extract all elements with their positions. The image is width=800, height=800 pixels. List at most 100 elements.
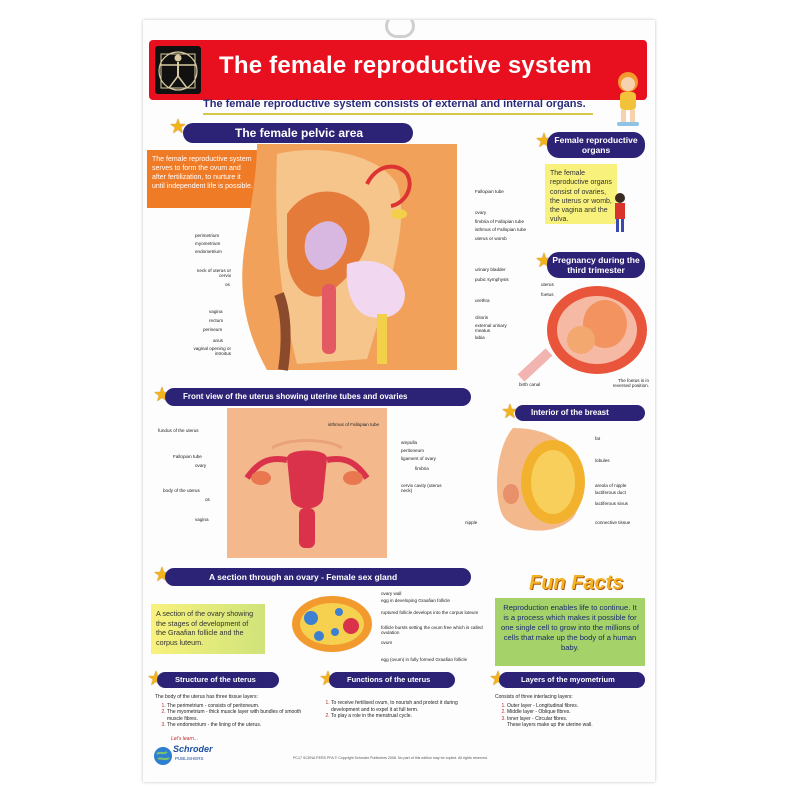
ovary-heading: A section through an ovary - Female sex … bbox=[165, 568, 471, 586]
label-ruptured-follicle: ruptured follicle develops into the corp… bbox=[381, 610, 479, 615]
label-pubic-symphysis: pubic symphysis bbox=[475, 277, 509, 282]
organs-text: The female reproductive organs consist o… bbox=[545, 164, 617, 224]
label-ovary-front: ovary bbox=[195, 463, 207, 468]
functions-heading: Functions of the uterus bbox=[329, 672, 455, 688]
label-anus: anus bbox=[213, 338, 223, 343]
label-external-urinary-meatus: external urinary meatus bbox=[475, 323, 507, 333]
label-perineum: perineum bbox=[203, 327, 223, 332]
logo-line3: PUBLISHERS bbox=[175, 756, 204, 761]
label-fundus: fundus of the uterus bbox=[158, 428, 199, 433]
logo-line2: Schroder bbox=[173, 744, 213, 754]
fun-facts-text: Reproduction enables life to continue. I… bbox=[495, 598, 645, 666]
label-fimbria-front: fimbria bbox=[415, 466, 429, 471]
structure-list: The body of the uterus has three tissue … bbox=[155, 694, 305, 729]
myometrium-item: Middle layer - Oblique fibres. bbox=[507, 709, 645, 716]
publisher-logo: Let's learn... Schroder PUBLISHERS bbox=[153, 736, 213, 774]
globe-icon bbox=[154, 747, 172, 765]
organs-heading: Female reproductive organs bbox=[547, 132, 645, 158]
label-labia: labia bbox=[475, 335, 485, 340]
label-egg-developing: egg in developing Graafian follicle bbox=[381, 598, 450, 603]
label-ligament-ovary: ligament of ovary bbox=[401, 456, 436, 461]
label-vaginal-opening: vaginal opening or introitus bbox=[193, 346, 231, 356]
breast-illustration bbox=[497, 428, 585, 531]
label-peritoneum: peritoneum bbox=[401, 448, 424, 453]
pregnancy-note: The foetus is in reversed position. bbox=[612, 378, 649, 388]
label-lactiferous-sinus: lactiferous sinus bbox=[595, 501, 628, 506]
pelvic-heading: The female pelvic area bbox=[183, 123, 413, 143]
label-fallopian-tube-front: Fallopian tube bbox=[173, 454, 202, 459]
label-areola: areola of nipple bbox=[595, 483, 627, 488]
pregnancy-heading: Pregnancy during the third trimester bbox=[547, 252, 645, 278]
label-uterus: uterus or womb bbox=[475, 236, 507, 241]
label-fimbria: fimbria of Fallopian tube bbox=[475, 219, 525, 224]
label-isthmus-front: isthmus of Fallopian tube bbox=[328, 422, 380, 427]
cartoon-girl-icon bbox=[617, 72, 639, 126]
foetus-illustration bbox=[517, 286, 647, 382]
label-ovary: ovary bbox=[475, 210, 487, 215]
structure-item: The endometrium - the lining of the uter… bbox=[167, 722, 305, 729]
cartoon-woman-icon bbox=[615, 193, 625, 232]
label-clitoris: clitoris bbox=[475, 315, 489, 320]
label-uterus-pregnancy: uterus bbox=[541, 282, 554, 287]
label-vagina-front: vagina bbox=[195, 517, 209, 522]
label-cervix-cavity: cervix cavity (uterus neck) bbox=[401, 483, 442, 493]
title-bar: The female reproductive system bbox=[149, 40, 647, 100]
label-ampulla: ampulla bbox=[401, 440, 418, 445]
front-view-heading: Front view of the uterus showing uterine… bbox=[165, 388, 471, 406]
label-egg-fully-formed: egg (ovum) in fully formed Graafian foll… bbox=[381, 657, 468, 662]
label-lobules: lobules bbox=[595, 458, 610, 463]
label-birth-canal: birth canal bbox=[519, 382, 541, 387]
ovary-illustration bbox=[292, 596, 372, 652]
myometrium-item: Outer layer - Longitudinal fibres. bbox=[507, 703, 645, 710]
label-fat: fat bbox=[595, 436, 601, 441]
functions-item: To play a role in the menstrual cycle. bbox=[331, 713, 479, 720]
functions-list: To receive fertilised ovum, to nourish a… bbox=[319, 698, 479, 720]
structure-item: The myometrium - thick muscle layer with… bbox=[167, 709, 305, 722]
label-os-front: os bbox=[205, 497, 210, 502]
structure-item: The perimetrium - consists of peritoneum… bbox=[167, 703, 305, 710]
breast-heading: Interior of the breast bbox=[515, 405, 645, 421]
poster: The female reproductive system The femal… bbox=[143, 20, 655, 782]
star-icon: ★ bbox=[169, 116, 187, 138]
pelvic-intro: The female reproductive system serves to… bbox=[147, 150, 259, 208]
myometrium-outro: These layers make up the uterine wall. bbox=[507, 722, 593, 729]
label-rectum: rectum bbox=[209, 318, 224, 323]
hanger-ring bbox=[385, 20, 415, 38]
front-uterus-illustration bbox=[227, 408, 387, 558]
label-isthmus: isthmus of Fallopian tube bbox=[475, 227, 527, 232]
label-fallopian-tube: Fallopian tube bbox=[475, 189, 504, 194]
label-urethra: urethra bbox=[475, 298, 490, 303]
label-ovum: ovum bbox=[381, 640, 393, 645]
star-icon: ★ bbox=[501, 401, 519, 423]
label-perimetrium: perimetrium bbox=[195, 233, 220, 238]
label-follicle-bursts: follicle bursts setting the ovum free wh… bbox=[381, 625, 483, 635]
ovary-text: A section of the ovary showing the stage… bbox=[151, 604, 265, 654]
page-title: The female reproductive system bbox=[219, 52, 592, 79]
vitruvian-man-icon bbox=[155, 46, 201, 94]
label-connective-tissue: connective tissue bbox=[595, 520, 631, 525]
footer-copyright: PC17 SCENA PERS PFA © Copyright Schroder… bbox=[293, 756, 488, 760]
label-myometrium: myometrium bbox=[195, 241, 221, 246]
label-body-uterus: body of the uterus bbox=[163, 488, 200, 493]
label-urinary-bladder: urinary bladder bbox=[475, 267, 506, 272]
functions-item: To receive fertilised ovum, to nourish a… bbox=[331, 700, 479, 713]
myometrium-intro: Consists of three interlacing layers: bbox=[495, 694, 573, 700]
structure-intro: The body of the uterus has three tissue … bbox=[155, 694, 258, 700]
label-os: os bbox=[225, 282, 230, 287]
myometrium-list: Consists of three interlacing layers: Ou… bbox=[495, 694, 645, 729]
label-foetus: foetus bbox=[541, 292, 554, 297]
pelvic-illustration bbox=[242, 144, 457, 371]
myometrium-item: Inner layer - Circular fibres. bbox=[507, 716, 645, 723]
label-lactiferous-duct: lactiferous duct bbox=[595, 490, 626, 495]
subtitle: The female reproductive system consists … bbox=[203, 98, 586, 110]
myometrium-heading: Layers of the myometrium bbox=[499, 672, 645, 688]
subtitle-underline bbox=[203, 113, 593, 115]
label-ovary-wall: ovary wall bbox=[381, 591, 402, 596]
label-nipple: nipple bbox=[465, 520, 478, 525]
label-vagina: vagina bbox=[209, 309, 223, 314]
fun-facts-heading: Fun Facts bbox=[529, 572, 624, 594]
label-endometrium: endometrium bbox=[195, 249, 222, 254]
structure-heading: Structure of the uterus bbox=[157, 672, 279, 688]
label-cervix: neck of uterus or cervix bbox=[196, 268, 231, 278]
logo-line1: Let's learn... bbox=[171, 736, 199, 742]
